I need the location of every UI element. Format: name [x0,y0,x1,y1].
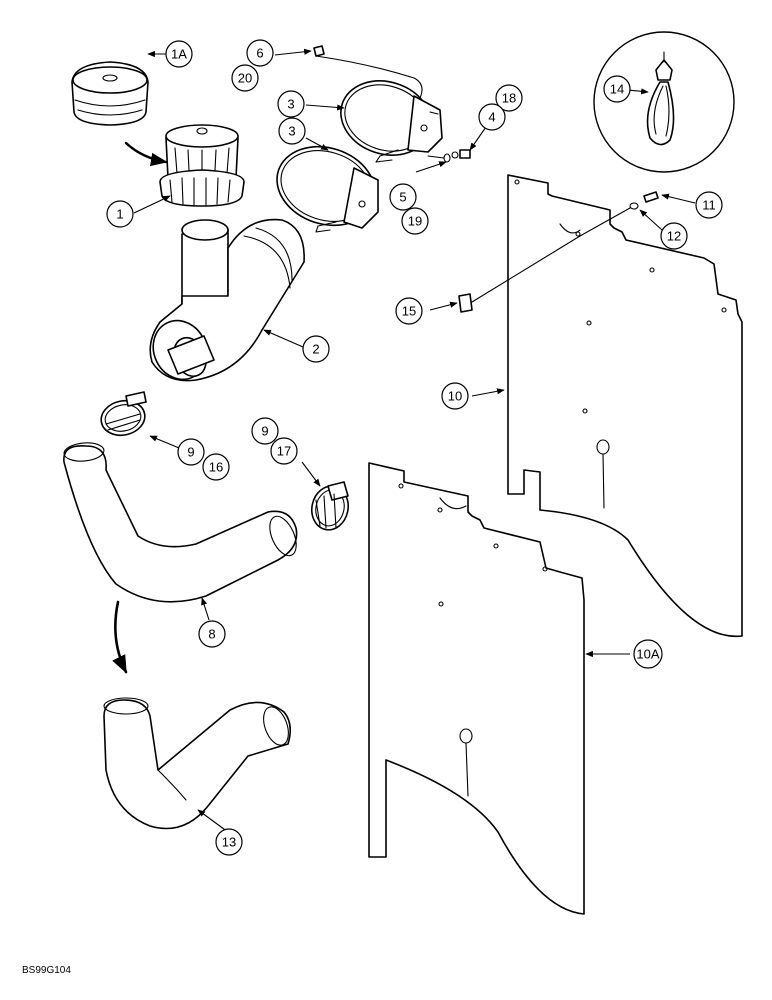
svg-text:11: 11 [702,198,716,213]
callout-19: 19 [401,207,429,235]
install-direction-arrow-2 [112,600,128,674]
nut-part-6 [313,45,423,99]
callout-13: 13 [215,828,243,856]
callout-20: 20 [231,64,259,92]
svg-text:16: 16 [209,460,223,475]
hose-clamp-part-9-16 [100,391,147,437]
precleaner-cap-part [71,61,149,126]
callout-3-upper: 3 [277,90,305,118]
svg-text:18: 18 [502,91,516,106]
svg-text:17: 17 [277,444,291,459]
figure-reference-code: BS99G104 [22,965,71,976]
callout-9-lower: 9 [251,417,279,445]
svg-text:10: 10 [448,389,462,404]
speed-nut-part [458,235,581,313]
svg-text:1A: 1A [171,47,187,62]
svg-text:6: 6 [256,46,263,61]
svg-text:14: 14 [610,82,624,97]
callout-11: 11 [695,191,723,219]
side-panel-part-10a [368,462,585,915]
callout-5: 5 [389,183,417,211]
svg-text:3: 3 [287,97,294,112]
callout-1a: 1A [165,40,193,68]
side-panel-part-10 [507,174,743,638]
callout-12: 12 [660,222,688,250]
svg-text:8: 8 [208,627,215,642]
callout-1: 1 [106,200,134,228]
callout-10a: 10A [633,639,663,669]
callout-18: 18 [495,84,523,112]
leader-lines [133,48,696,833]
svg-text:4: 4 [488,110,495,125]
svg-text:2: 2 [312,342,319,357]
svg-text:9: 9 [261,424,268,439]
callout-14: 14 [603,75,631,103]
callout-4: 4 [478,103,506,131]
callout-10: 10 [441,382,469,410]
callout-17: 17 [270,437,298,465]
svg-text:1: 1 [116,207,123,222]
svg-text:19: 19 [408,214,422,229]
svg-text:10A: 10A [636,647,659,662]
hose-clamp-part-9-17 [311,481,349,531]
mounting-band-lower-part [276,145,379,233]
callout-8: 8 [198,620,226,648]
svg-text:12: 12 [667,229,681,244]
mounting-band-upper-part [340,80,443,163]
svg-text:5: 5 [399,190,406,205]
callout-2: 2 [302,335,330,363]
screw-washer-parts [579,191,659,237]
bolt-washer-parts [427,149,471,163]
callout-3-lower: 3 [278,117,306,145]
callout-6: 6 [246,39,274,67]
install-direction-arrow-1 [124,141,168,167]
svg-text:13: 13 [222,835,236,850]
svg-text:3: 3 [288,124,295,139]
callout-16: 16 [202,453,230,481]
air-cleaner-housing-part [149,218,305,382]
svg-text:9: 9 [187,445,194,460]
svg-text:20: 20 [238,71,252,86]
callout-9-upper: 9 [177,438,205,466]
svg-text:15: 15 [402,304,416,319]
hose-part-8 [63,442,298,603]
precleaner-part [159,124,245,207]
clip-detail-circle [593,31,735,173]
callout-15: 15 [395,297,423,325]
hose-part-13 [103,697,292,830]
